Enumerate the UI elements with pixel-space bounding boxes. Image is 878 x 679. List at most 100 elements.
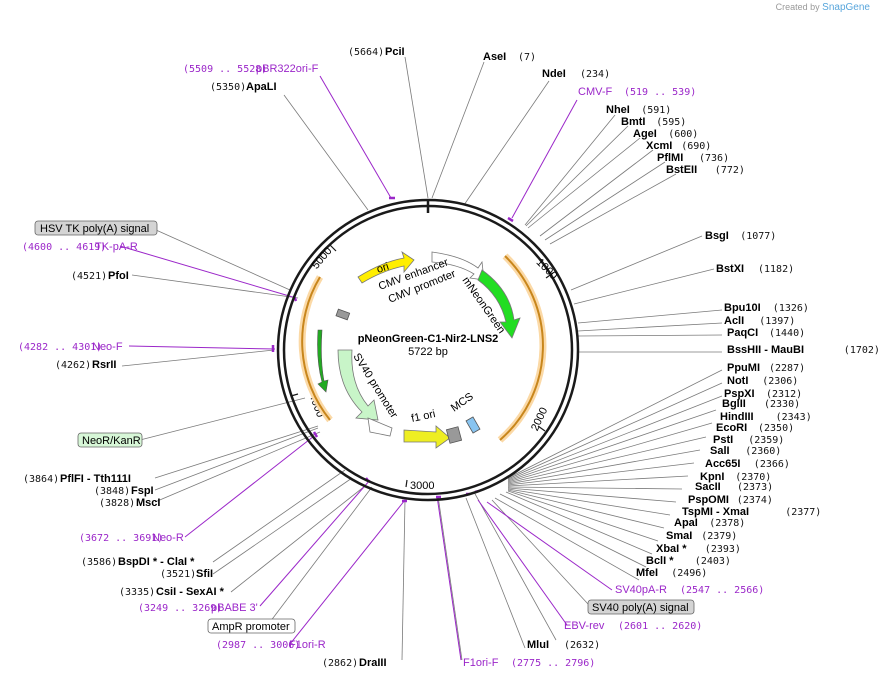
plasmid-size: 5722 bp xyxy=(408,346,448,358)
enzyme-name: EcoRI xyxy=(716,422,747,434)
cmvf-pos: (519 .. 539) xyxy=(624,87,696,98)
f1orir-name: F1ori-R xyxy=(289,639,326,651)
pcii-name: PciI xyxy=(385,46,405,58)
snapgene-logo: SnapGene xyxy=(822,2,870,13)
neor-pos: (3672 .. 3691) xyxy=(79,533,163,544)
csii-name: CsiI - SexAI * xyxy=(156,586,225,598)
enzyme-position: (2366) xyxy=(754,459,790,470)
ori-arrow xyxy=(357,251,415,284)
bspdi-name: BspDI * - ClaI * xyxy=(118,556,195,568)
enzyme-name: PspXI xyxy=(724,388,755,400)
hsv-tk-box xyxy=(34,220,158,236)
neor-kanr-box xyxy=(77,432,143,448)
rsrii-pos: (4262) xyxy=(55,360,91,371)
sv40-promoter-arrow xyxy=(337,349,379,421)
mneongreen-arrow xyxy=(477,269,521,339)
enzyme-name: NotI xyxy=(727,375,748,387)
mcs-blue-box xyxy=(465,416,481,434)
msci-pos: (3828) xyxy=(99,498,135,509)
f1orif-pos: (2775 .. 2796) xyxy=(511,658,595,669)
right-enzyme-labels: NheI(591)BmtI(595)AgeI(600)XcmI(690)PflM… xyxy=(606,104,878,579)
tick-5000: 5000 xyxy=(310,245,335,271)
enzyme-position: (595) xyxy=(656,117,686,128)
enzyme-position: (2287) xyxy=(769,363,805,374)
f1-ori-arrow xyxy=(403,425,451,449)
f1orif-name: F1ori-F xyxy=(463,657,499,669)
sfii-pos: (3521) xyxy=(160,569,196,580)
snapgene-credit: Created by SnapGene xyxy=(776,2,870,13)
cmv-enhancer-arrow xyxy=(431,251,485,281)
primer-ticks xyxy=(271,196,514,503)
enzyme-position: (1397) xyxy=(759,316,795,327)
draiii-name: DraIII xyxy=(359,657,387,669)
neor-name: Neo-R xyxy=(152,532,184,544)
scale-ticks xyxy=(290,244,554,488)
ebvrev-name: EBV-rev xyxy=(564,620,605,632)
pflfi-name: PflFI - Tth111I xyxy=(60,473,131,485)
enzyme-name: XcmI xyxy=(646,140,672,152)
enzyme-position: (2379) xyxy=(701,531,737,542)
enzyme-position: (2306) xyxy=(762,376,798,387)
pbr322-pos: (5509 .. 5528) xyxy=(183,64,267,75)
enzyme-position: (2359) xyxy=(748,435,784,446)
enzyme-name: BmtI xyxy=(621,116,645,128)
enzyme-position: (1702) xyxy=(844,345,878,356)
mlui-name: MluI xyxy=(527,639,549,651)
white-arrow xyxy=(367,417,393,437)
mcs-label: MCS xyxy=(449,391,476,415)
enzyme-position: (2360) xyxy=(745,446,781,457)
ampr-promoter-label: AmpR promoter xyxy=(212,621,290,633)
primer-lines xyxy=(119,75,613,661)
neof-name: Neo-F xyxy=(92,341,123,353)
fspi-name: FspI xyxy=(131,485,154,497)
pbabe-name: pBABE 3' xyxy=(211,602,258,614)
bspdi-pos: (3586) xyxy=(81,557,117,568)
ori-label: ori xyxy=(375,261,390,276)
enzyme-position: (1326) xyxy=(773,303,809,314)
enzyme-name: AclI xyxy=(724,315,744,327)
enzyme-position: (690) xyxy=(681,141,711,152)
enzyme-name: SmaI xyxy=(666,530,692,542)
grey-feature xyxy=(335,308,351,321)
apali-name: ApaLI xyxy=(246,81,277,93)
enzyme-position: (591) xyxy=(641,105,671,116)
enzyme-position: (600) xyxy=(668,129,698,140)
orf-left xyxy=(301,276,331,421)
tkpa-pos: (4600 .. 4619) xyxy=(22,242,106,253)
pcii-pos: (5664) xyxy=(348,47,384,58)
mcs-box xyxy=(445,426,463,444)
enzyme-position: (2370) xyxy=(735,472,771,483)
tick-1000: 1000 xyxy=(534,256,560,282)
enzyme-position: (2393) xyxy=(705,544,741,555)
msci-name: MscI xyxy=(136,497,160,509)
ndei-pos: (234) xyxy=(580,69,610,80)
enzyme-name: Acc65I xyxy=(705,458,740,470)
hsv-tk-label: HSV TK poly(A) signal xyxy=(40,223,149,235)
connector-lines xyxy=(121,56,723,661)
pbr322-name: pBR322ori-F xyxy=(256,63,319,75)
credit-prefix: Created by xyxy=(775,2,820,12)
pbabe-pos: (3249 .. 3269) xyxy=(138,603,222,614)
enzyme-name: HindIII xyxy=(720,411,754,423)
green-small-arrow xyxy=(317,329,329,393)
enzyme-name: PpuMI xyxy=(727,362,760,374)
pfoi-pos: (4521) xyxy=(71,271,107,282)
sv40-polya-label: SV40 poly(A) signal xyxy=(592,602,689,614)
sv40par-name: SV40pA-R xyxy=(615,584,667,596)
enzyme-name: BstXI xyxy=(716,263,744,275)
enzyme-name: TspMI - XmaI xyxy=(682,506,749,518)
enzyme-name: MfeI xyxy=(636,567,658,579)
plasmid-name: pNeonGreen-C1-Nir2-LNS2 xyxy=(358,333,499,345)
enzyme-position: (736) xyxy=(699,153,729,164)
enzyme-name: NheI xyxy=(606,104,630,116)
enzyme-name: SalI xyxy=(710,445,730,457)
asei-pos: (7) xyxy=(518,52,536,63)
apali-pos: (5350) xyxy=(210,82,246,93)
enzyme-name: BssHII - MauBI xyxy=(727,344,804,356)
sfii-name: SfiI xyxy=(196,568,213,580)
enzyme-name: SacII xyxy=(695,481,721,493)
enzyme-position: (2350) xyxy=(758,423,794,434)
enzyme-position: (2378) xyxy=(709,518,745,529)
tkpa-name: TK-pA-R xyxy=(95,241,138,253)
